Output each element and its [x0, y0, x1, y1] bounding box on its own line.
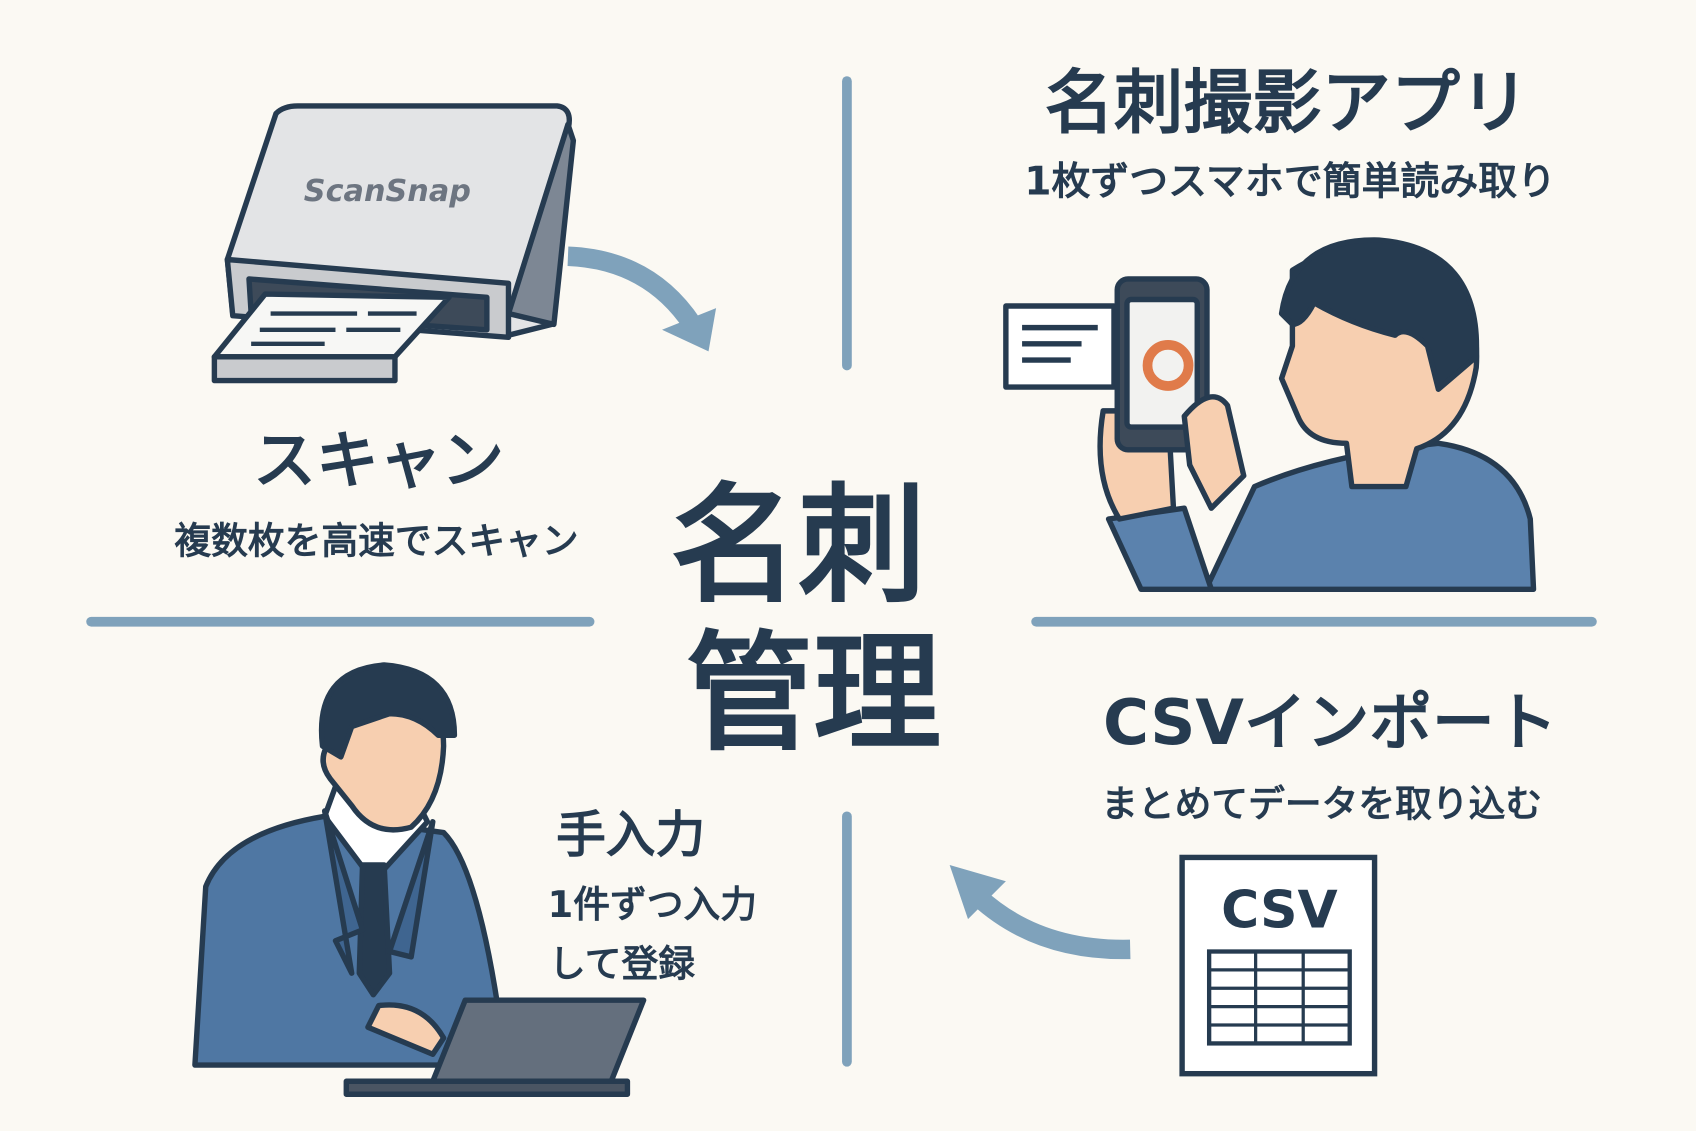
person-with-laptop-illustration [192, 662, 647, 1097]
center-title-line2: 管理 [686, 620, 941, 768]
person-with-phone-illustration [1003, 237, 1537, 592]
csv-file-icon [1179, 854, 1378, 1077]
csv-subtitle: まとめてデータを取り込む [1101, 782, 1542, 825]
scan-title: スキャン [253, 424, 504, 497]
scanner-logo: ScanSnap [304, 174, 471, 209]
manual-title: 手入力 [556, 806, 705, 864]
arrow-csv-icon [972, 890, 1131, 960]
arrow-head-scan-icon [662, 308, 717, 352]
csv-file-label: CSV [1221, 881, 1338, 941]
arrow-scan-icon [567, 246, 701, 330]
arrow-head-csv-icon [949, 865, 1006, 920]
manual-subtitle-line1: 1件ずつ入力 [548, 883, 757, 926]
dividers [86, 76, 1597, 1067]
app-title: 名刺撮影アプリ [1045, 64, 1529, 144]
app-subtitle: 1枚ずつスマホで簡単読み取り [1024, 160, 1556, 205]
scanner-icon [211, 103, 577, 384]
scan-subtitle: 複数枚を高速でスキャン [174, 520, 578, 563]
center-title-line1: 名刺 [671, 472, 926, 620]
csv-title: CSVインポート [1103, 686, 1557, 759]
manual-subtitle-line2: して登録 [549, 942, 695, 985]
